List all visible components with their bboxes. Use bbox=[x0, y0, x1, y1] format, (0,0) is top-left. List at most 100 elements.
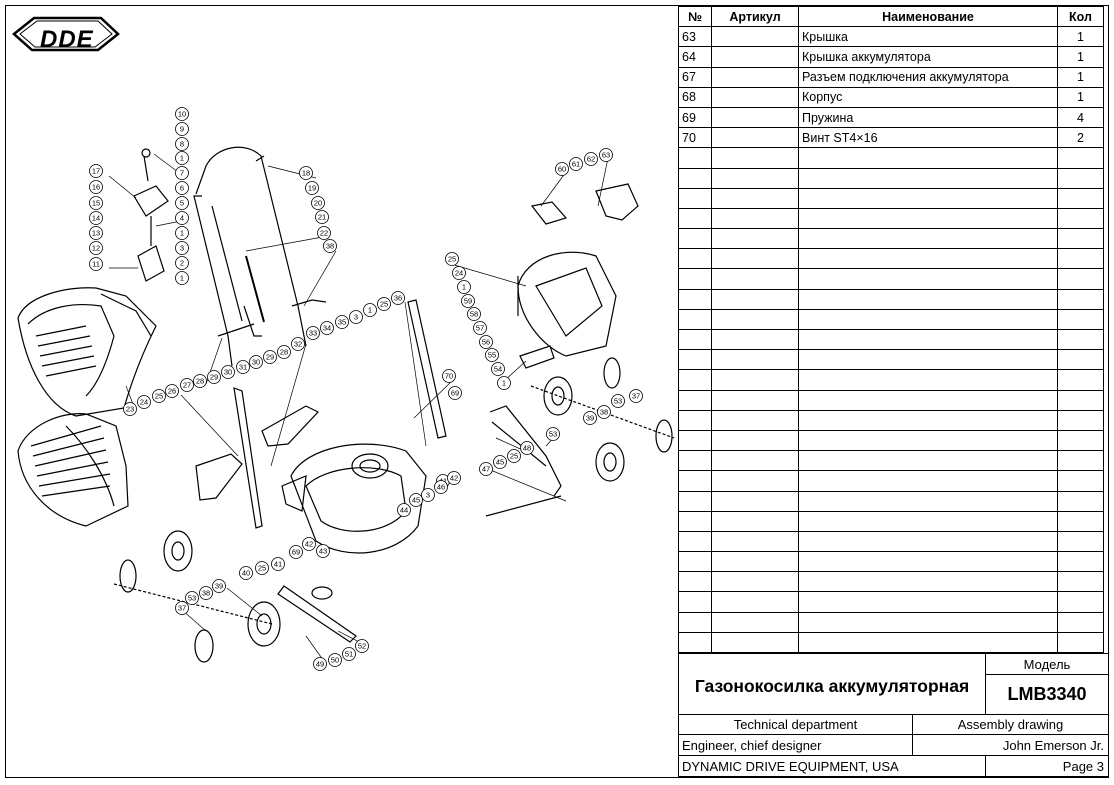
empty-cell bbox=[678, 510, 712, 532]
empty-cell bbox=[798, 248, 1058, 270]
empty-cell bbox=[711, 470, 799, 492]
callout-circle bbox=[313, 657, 327, 671]
empty-cell bbox=[798, 470, 1058, 492]
callout-label: 25 bbox=[510, 452, 518, 461]
empty-cell bbox=[798, 207, 1058, 230]
callout-circle bbox=[152, 389, 166, 403]
control-box bbox=[133, 148, 169, 282]
empty-cell bbox=[1057, 571, 1104, 593]
cell-qty: 2 bbox=[1057, 127, 1104, 149]
dde-logo bbox=[12, 16, 120, 52]
callout-circle bbox=[175, 166, 189, 180]
callout-circle bbox=[507, 449, 521, 463]
empty-cell bbox=[678, 228, 712, 250]
callout-label: 13 bbox=[92, 229, 100, 238]
callout-label: 10 bbox=[178, 110, 186, 119]
callout-circle bbox=[546, 427, 560, 441]
callout-circle bbox=[212, 579, 226, 593]
callout-label: 70 bbox=[445, 372, 453, 381]
callout-label: 35 bbox=[338, 318, 346, 327]
empty-cell bbox=[1057, 147, 1104, 169]
person: John Emerson Jr. bbox=[912, 734, 1109, 756]
empty-row bbox=[678, 288, 1104, 310]
cell-num: 63 bbox=[678, 26, 712, 48]
callout-circle bbox=[328, 653, 342, 667]
callout-label: 37 bbox=[632, 392, 640, 401]
empty-cell bbox=[798, 187, 1058, 209]
callout-circle bbox=[448, 386, 462, 400]
empty-cell bbox=[678, 328, 712, 351]
callout-label: 42 bbox=[305, 540, 313, 549]
callout-circle bbox=[317, 226, 331, 240]
callout-label: 1 bbox=[462, 283, 466, 292]
callout-circle bbox=[315, 210, 329, 224]
empty-cell bbox=[711, 167, 799, 189]
empty-cell bbox=[798, 450, 1058, 472]
rear-cover-upper bbox=[17, 287, 157, 417]
empty-cell bbox=[1057, 551, 1104, 573]
logo-text: DDE bbox=[40, 26, 94, 53]
empty-cell bbox=[678, 167, 712, 189]
callout-circle bbox=[497, 376, 511, 390]
cell-num: 68 bbox=[678, 86, 712, 108]
callout-circle bbox=[335, 315, 349, 329]
cell-article bbox=[711, 127, 799, 149]
side-flap bbox=[195, 405, 319, 501]
header-qty: Кол bbox=[1057, 5, 1104, 28]
callout-label: 36 bbox=[394, 294, 402, 303]
mower-deck bbox=[281, 443, 427, 554]
empty-row bbox=[678, 631, 1104, 654]
empty-cell bbox=[1057, 591, 1104, 613]
empty-row bbox=[678, 571, 1104, 593]
callout-circle bbox=[421, 488, 435, 502]
empty-cell bbox=[711, 409, 799, 431]
empty-cell bbox=[678, 268, 712, 290]
callout-label: 29 bbox=[210, 373, 218, 382]
empty-row bbox=[678, 328, 1104, 351]
callout-circle bbox=[355, 639, 369, 653]
empty-cell bbox=[711, 611, 799, 633]
callout-label: 5 bbox=[180, 199, 184, 208]
callout-label: 45 bbox=[496, 458, 504, 467]
cell-qty: 4 bbox=[1057, 106, 1104, 129]
empty-cell bbox=[798, 389, 1058, 411]
callout-label: 20 bbox=[314, 199, 322, 208]
callout-label: 38 bbox=[326, 242, 334, 251]
callout-circle bbox=[207, 370, 221, 384]
callout-label: 15 bbox=[92, 199, 100, 208]
model-value: LMB3340 bbox=[985, 674, 1109, 715]
callout-circle bbox=[479, 335, 493, 349]
empty-cell bbox=[798, 349, 1058, 371]
callout-label: 16 bbox=[92, 183, 100, 192]
callout-circle bbox=[305, 181, 319, 195]
callout-label: 33 bbox=[309, 329, 317, 338]
callout-circle bbox=[452, 266, 466, 280]
empty-cell bbox=[711, 328, 799, 351]
callout-circle bbox=[434, 480, 448, 494]
callout-label: 29 bbox=[266, 353, 274, 362]
callout-circle bbox=[584, 152, 598, 166]
callout-label: 51 bbox=[345, 650, 353, 659]
callout-label: 59 bbox=[464, 297, 472, 306]
callout-label: 57 bbox=[476, 324, 484, 333]
empty-cell bbox=[678, 389, 712, 411]
callout-label: 44 bbox=[400, 506, 408, 515]
callout-circle bbox=[302, 537, 316, 551]
callout-circle bbox=[291, 337, 305, 351]
callout-circle bbox=[193, 374, 207, 388]
empty-row bbox=[678, 490, 1104, 512]
title-block: Газонокосилка аккумуляторная Модель LMB3… bbox=[678, 653, 1109, 778]
callout-circle bbox=[473, 321, 487, 335]
callout-circle bbox=[89, 241, 103, 255]
cell-name: Разъем подключения аккумулятора bbox=[798, 66, 1058, 88]
callout-circle bbox=[165, 384, 179, 398]
callout-label: 3 bbox=[354, 313, 358, 322]
page-number: Page 3 bbox=[985, 755, 1109, 777]
callout-label: 7 bbox=[180, 169, 184, 178]
callout-circle bbox=[320, 321, 334, 335]
callout-circle bbox=[137, 395, 151, 409]
